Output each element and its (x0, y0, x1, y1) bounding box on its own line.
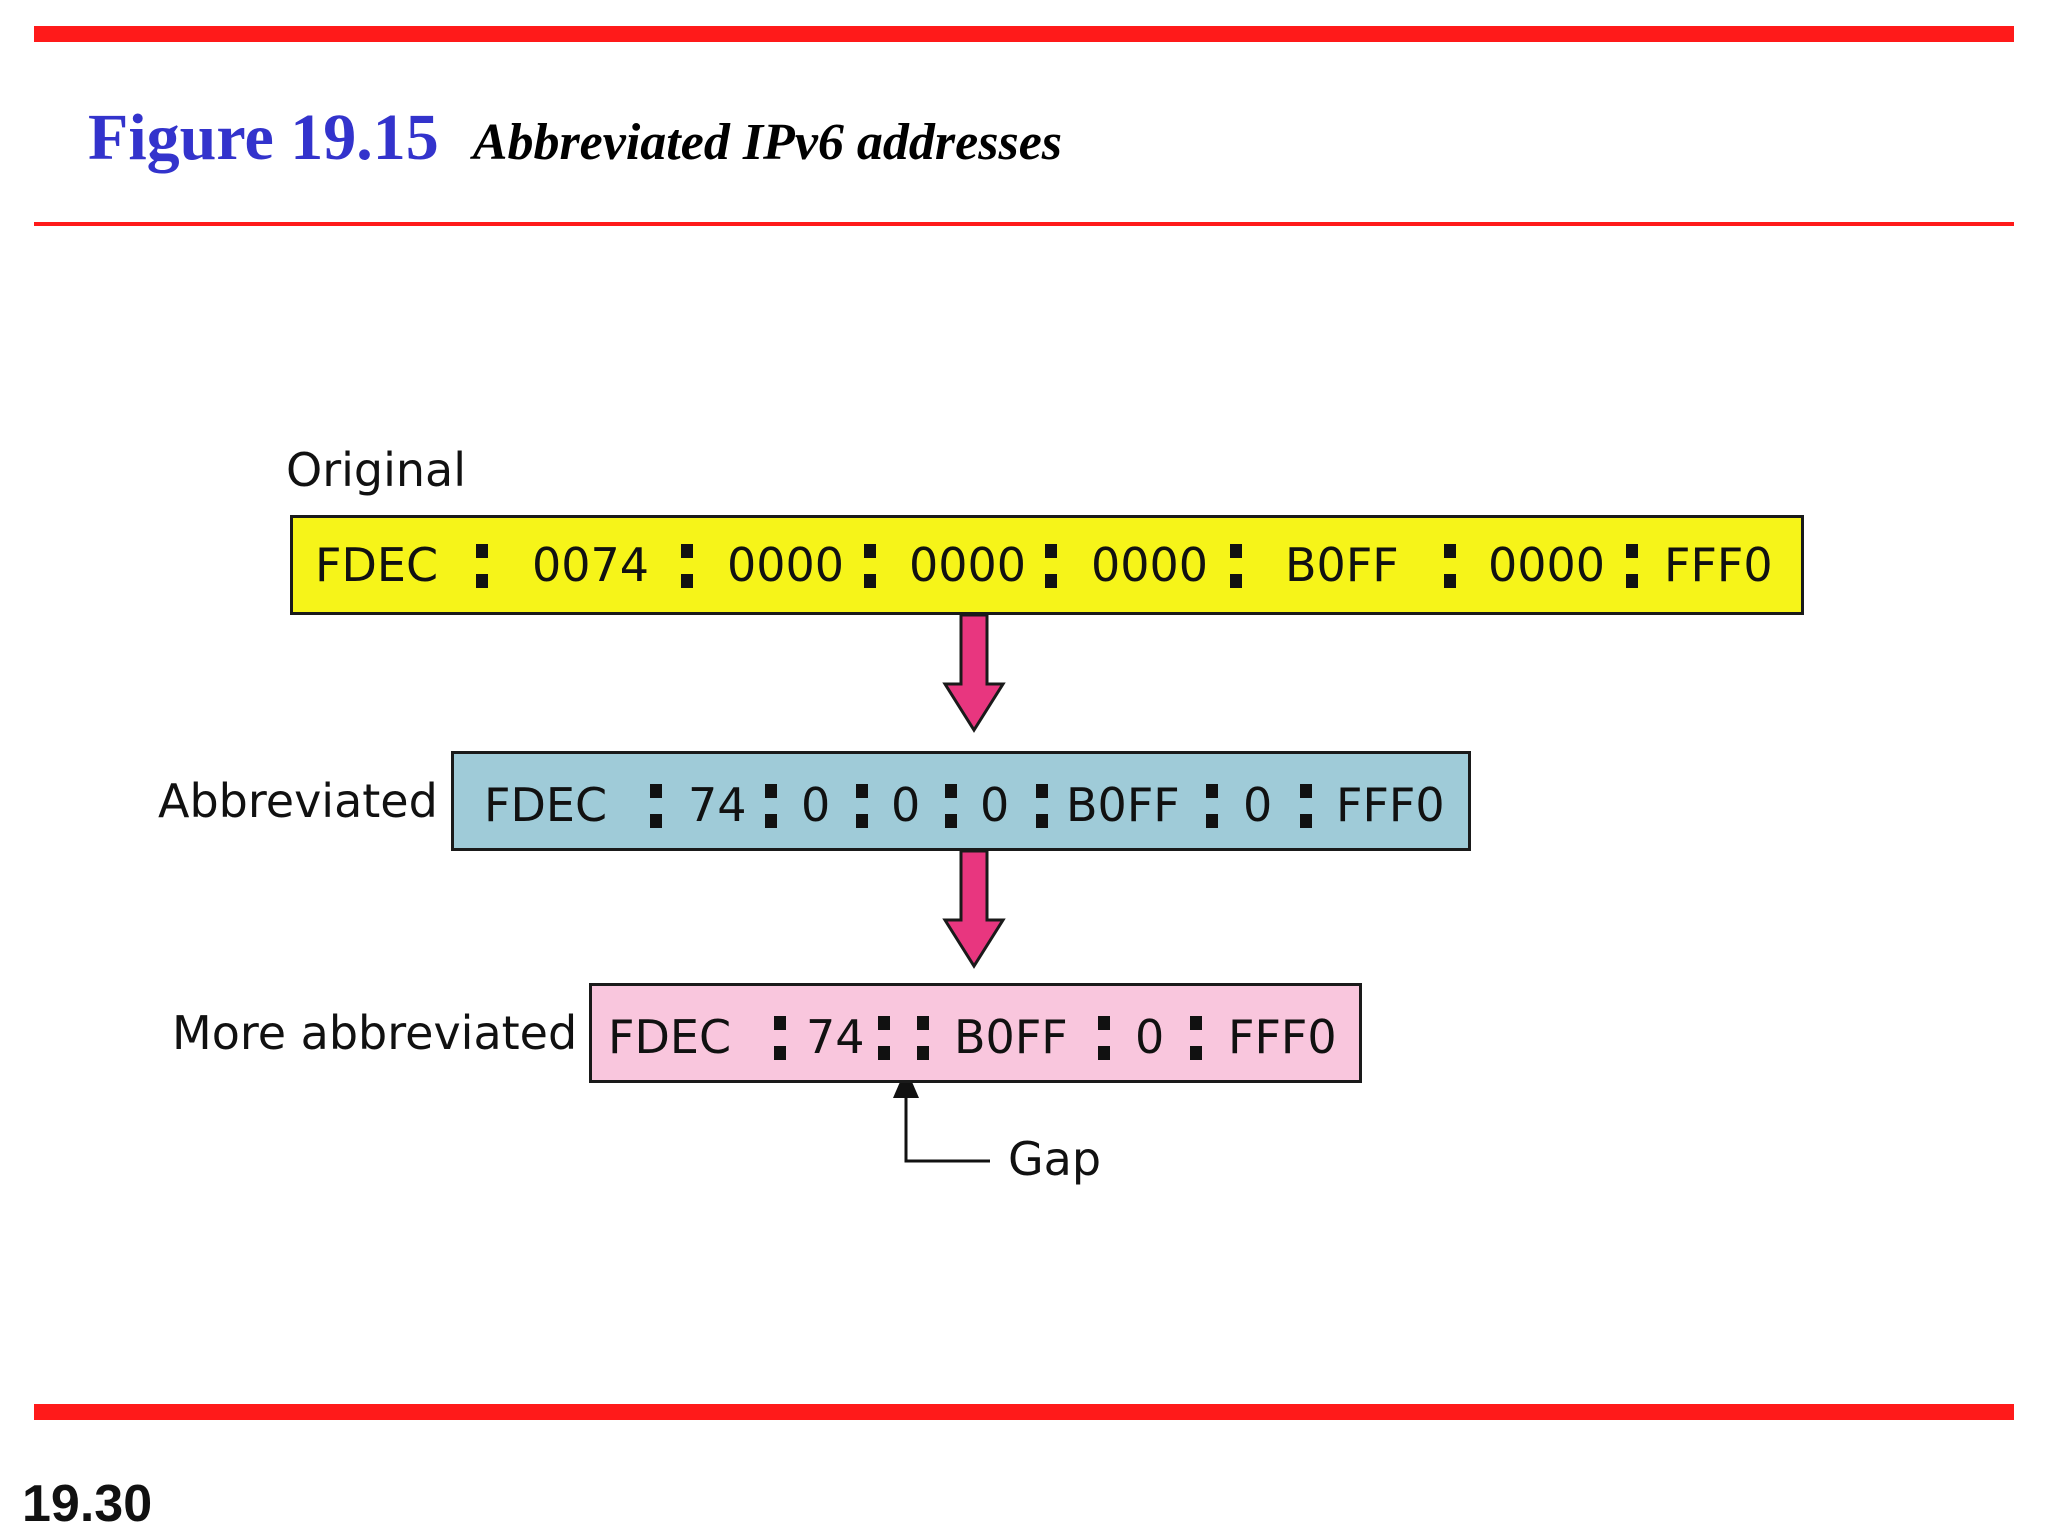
top-rule (34, 26, 2014, 42)
original-colon-6 (1444, 538, 1456, 594)
original-colon-4 (1045, 538, 1057, 594)
row-label-abbreviated: Abbreviated (158, 774, 438, 828)
figure-label: Figure 19.15 (88, 101, 439, 174)
gap-pointer-line (904, 1092, 990, 1163)
abbreviated-colon-7 (1300, 778, 1312, 834)
abbreviated-colon-1 (650, 778, 662, 834)
abbreviated-segment-2: 74 (688, 778, 747, 832)
title-underline-rule (34, 222, 2014, 226)
down-arrow-1 (942, 613, 1006, 733)
original-colon-7 (1626, 538, 1638, 594)
abbreviated-segment-5: 0 (980, 778, 1010, 832)
more-abbreviated-double-colon-left (878, 1010, 890, 1066)
abbreviated-segment-8: FFF0 (1336, 778, 1445, 832)
abbreviated-colon-2 (765, 778, 777, 834)
more-abbreviated-segment-2: 74 (806, 1010, 865, 1064)
figure-caption: Abbreviated IPv6 addresses (472, 114, 1063, 171)
more-abbreviated-segment-1: FDEC (608, 1010, 732, 1064)
original-segment-2: 0074 (532, 538, 650, 592)
abbreviated-segment-7: 0 (1243, 778, 1273, 832)
original-segment-7: 0000 (1488, 538, 1606, 592)
original-colon-1 (476, 538, 488, 594)
original-segment-4: 0000 (909, 538, 1027, 592)
abbreviated-colon-4 (945, 778, 957, 834)
abbreviated-address-box (451, 751, 1471, 851)
more-abbreviated-colon-4 (1190, 1010, 1202, 1066)
more-abbreviated-segment-5: FFF0 (1228, 1010, 1337, 1064)
more-abbreviated-colon-1 (774, 1010, 786, 1066)
abbreviated-segment-3: 0 (801, 778, 831, 832)
original-colon-5 (1230, 538, 1242, 594)
gap-label: Gap (1008, 1132, 1102, 1186)
down-arrow-2 (942, 849, 1006, 969)
original-address-box (290, 515, 1804, 615)
original-colon-2 (681, 538, 693, 594)
original-colon-3 (864, 538, 876, 594)
original-segment-1: FDEC (315, 538, 439, 592)
row-label-more-abbreviated: More abbreviated (172, 1006, 578, 1060)
abbreviated-colon-6 (1206, 778, 1218, 834)
more-abbreviated-double-colon-right (917, 1010, 929, 1066)
bottom-rule (34, 1404, 2014, 1420)
original-segment-5: 0000 (1091, 538, 1209, 592)
gap-pointer-arrowhead (893, 1068, 919, 1098)
original-segment-6: B0FF (1285, 538, 1399, 592)
more-abbreviated-segment-3: B0FF (954, 1010, 1068, 1064)
abbreviated-segment-6: B0FF (1066, 778, 1180, 832)
page-number: 19.30 (22, 1475, 153, 1533)
row-label-original: Original (286, 443, 467, 497)
original-segment-8: FFF0 (1664, 538, 1773, 592)
original-segment-3: 0000 (727, 538, 845, 592)
abbreviated-segment-1: FDEC (484, 778, 608, 832)
more-abbreviated-segment-4: 0 (1135, 1010, 1165, 1064)
more-abbreviated-address-box (589, 983, 1362, 1083)
abbreviated-colon-5 (1036, 778, 1048, 834)
more-abbreviated-colon-3 (1098, 1010, 1110, 1066)
abbreviated-segment-4: 0 (891, 778, 921, 832)
abbreviated-colon-3 (856, 778, 868, 834)
figure-title: Figure 19.15 Abbreviated IPv6 addresses (88, 100, 1062, 176)
